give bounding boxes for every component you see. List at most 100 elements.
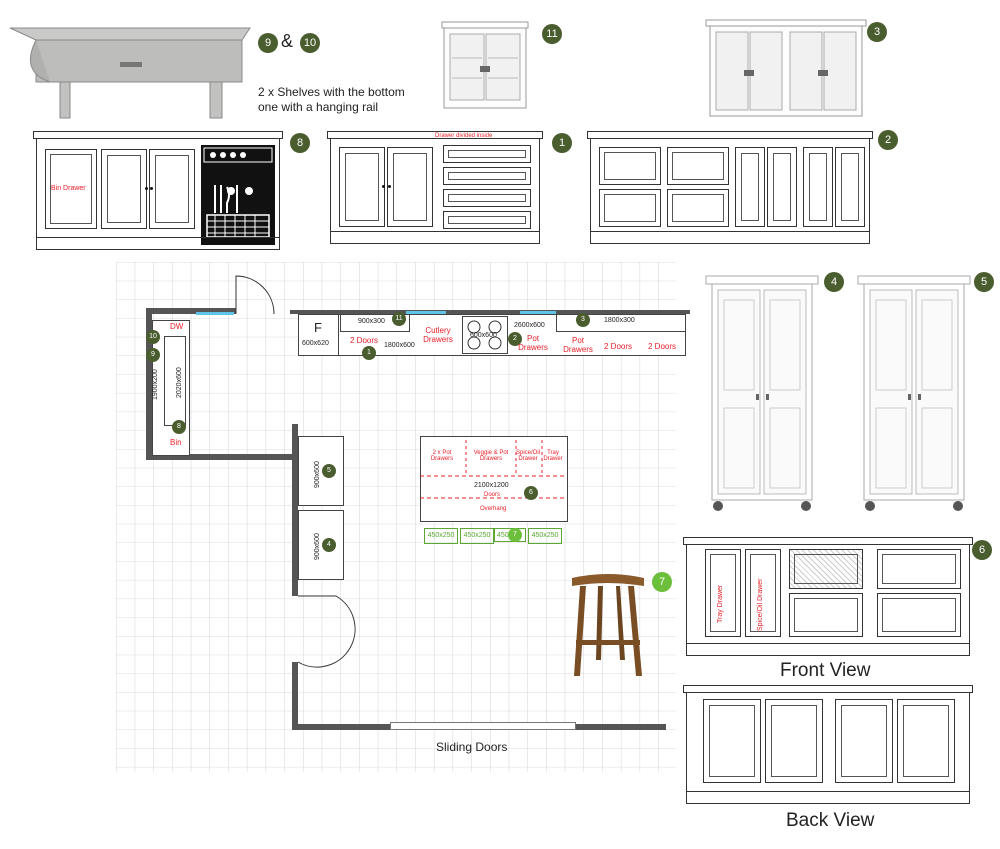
wall-top-left [146,308,236,314]
drawer-2d [667,189,729,227]
badge-10: 10 [300,33,320,53]
island-dividers [420,440,566,499]
door-8b [149,149,195,229]
badge-8-plan: 8 [172,420,186,434]
door-1a [339,147,385,227]
run-1800x300: 1800x300 [604,317,635,324]
stool-drawing [572,574,644,676]
front-view-title: Front View [780,660,871,681]
badge-9: 9 [258,33,278,53]
badge-9-plan: 9 [146,348,160,362]
dishwasher-icon [203,147,273,238]
hob [462,316,508,354]
badge-1-elev: 1 [552,133,572,153]
fridge-label: F [314,320,322,335]
badge-4-plan: 4 [322,538,336,552]
wall-cabinet-3-drawing [705,19,867,117]
door-8a [101,149,147,229]
run-1800x600: 1800x600 [384,342,415,349]
cutlery-drawers: Cutlery Drawers [423,326,453,344]
wall-unit-1800x300 [556,314,686,332]
island-tray: Tray Drawer [543,450,563,462]
badge-5: 5 [974,272,994,292]
run-900x300: 900x300 [358,318,385,325]
drawer-1d [443,211,531,229]
island-overhang: Overhang [480,506,507,512]
window-left [196,312,234,315]
run-2600x600: 2600x600 [514,322,545,329]
elevation-8: Bin Drawer [33,131,283,250]
tall-unit-5 [857,272,971,514]
drawer-2a [599,147,661,185]
island-spice: Spice/Oil Drawer [516,450,541,462]
hob-size: 600x600 [470,332,497,339]
badge-2-elev: 2 [878,130,898,150]
sliding-doors-label: Sliding Doors [436,740,508,754]
stool-1: 450x250 [424,528,458,544]
mesh-drawer [789,549,863,589]
stool-2: 450x250 [460,528,494,544]
door-2a [735,147,765,227]
pot-drawers-1: Pot Drawers [518,334,548,352]
badge-7-plan: 7 [508,528,522,542]
back-view-title: Back View [786,810,875,831]
tall-unit-4 [705,272,819,514]
tray-drawer-label: Tray Drawer [717,584,724,623]
drawer-1a [443,145,531,163]
drawer-1b [443,167,531,185]
badge-10-plan: 10 [146,330,160,344]
elevation-2 [587,131,873,244]
elevation-1: Drawer divided inside [327,131,543,244]
wall-unit-900x300 [340,314,410,332]
wall-cabinet-11-drawing [441,21,529,109]
fridge-size: 600x620 [302,340,329,347]
dw-label: DW [170,322,184,331]
stool-illustration [568,570,648,680]
dishwasher [201,145,275,245]
door-1b [387,147,433,227]
wall-inner-lower [292,662,298,730]
ampersand: & [281,31,294,51]
island-size: 2100x1200 [474,482,509,489]
shelf-drawing [9,27,251,119]
tall-4-size: 900x600 [314,533,321,560]
window-mid [406,311,446,314]
wall-cabinet-3 [705,18,867,120]
back-door-b [765,699,823,783]
wall-inner-vertical [292,424,298,596]
badge-8-elev: 8 [290,133,310,153]
drawer-divided-label: Drawer divided inside [435,133,493,139]
tray-drawer [705,549,741,637]
drawer-2c [667,147,729,185]
bin-drawer-label: Bin Drawer [51,185,86,192]
island-veggie: Veggie & Pot Drawers [473,450,509,462]
spice-oil-drawer-label: Spice/Oil Drawer [757,578,764,631]
shelf-illustration [9,22,251,122]
badge-5-plan: 5 [322,464,336,478]
drawer-6a [789,593,863,637]
door-2c [803,147,833,227]
window-right [520,311,556,314]
back-door-d [897,699,955,783]
back-door-c [835,699,893,783]
island-pot: 2 x Pot Drawers [430,450,454,462]
two-doors-1: 2 Doors [350,336,379,345]
drawer-6b [877,549,961,589]
shelves-caption: 2 x Shelves with the bottom one with a h… [258,85,405,114]
wall-top-main [290,310,690,314]
bin-drawer [45,149,97,229]
badge-11: 11 [542,24,562,44]
island-doors: Doors [484,492,501,498]
hob-burners-icon [467,320,502,350]
badge-3-plan: 3 [576,313,590,327]
island-front-view: Tray Drawer Spice/Oil Drawer [683,537,973,656]
spice-oil-drawer [745,549,781,637]
badge-1-plan: 1 [362,346,376,360]
drawer-6c [877,593,961,637]
stool-4: 450x250 [528,528,562,544]
tall-5-size: 900x600 [314,461,321,488]
badge-6: 6 [972,540,992,560]
back-door-a [703,699,761,783]
badge-11-plan: 11 [392,312,406,326]
door-2b [767,147,797,227]
